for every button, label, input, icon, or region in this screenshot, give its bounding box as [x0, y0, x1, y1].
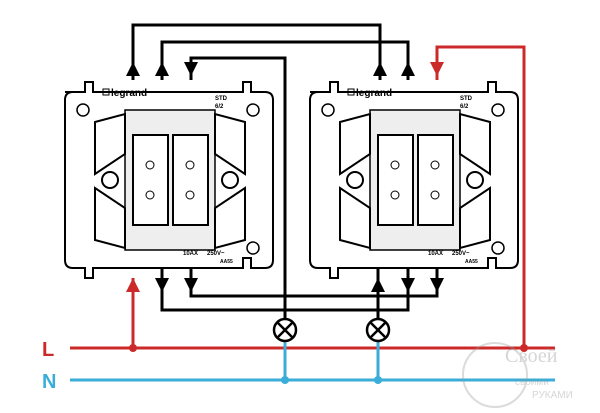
- brand-logo: legrand: [356, 88, 392, 99]
- direction-arrows: [126, 62, 444, 292]
- arrow-up-icon: [155, 62, 169, 76]
- arrow-down-icon: [184, 278, 198, 292]
- arrow-up-icon: [373, 62, 387, 76]
- watermark-logo: Своей своими РУКАМИ: [462, 342, 573, 408]
- model-label: STD: [460, 96, 473, 102]
- arrow-down-icon: [430, 278, 444, 292]
- rating-label: 10AX: [183, 251, 198, 257]
- arrow-up-icon: [371, 278, 385, 292]
- neutral-wires: [70, 341, 555, 384]
- junction-dot: [520, 344, 528, 352]
- neutral-label: N: [42, 371, 56, 393]
- rating-label: 10AX: [428, 251, 443, 257]
- wire-traveler-2: [160, 40, 410, 80]
- junction-dot: [374, 376, 382, 384]
- lamp-icon: [365, 317, 391, 343]
- arrow-up-icon: [126, 278, 140, 292]
- arrow-down-icon: [430, 62, 444, 76]
- phase-label: L: [42, 339, 54, 361]
- code-label: AA55: [220, 259, 233, 265]
- wire-traveler-1: [131, 23, 382, 80]
- junction-dot: [129, 344, 137, 352]
- watermark-text: Своей: [505, 345, 558, 367]
- arrow-down-icon: [155, 278, 169, 292]
- watermark-text: своими: [515, 377, 549, 388]
- arrow-down-icon: [184, 62, 198, 76]
- arrow-up-icon: [126, 62, 140, 76]
- arrow-up-icon: [401, 62, 415, 76]
- lamp-icon: [272, 317, 298, 343]
- switch-left: legrand STD 6/2 10AX 250V~ AA55: [64, 81, 274, 279]
- model-sub-label: 6/2: [460, 104, 469, 110]
- switch-right: legrand STD 6/2 10AX 250V~ AA55: [309, 81, 519, 279]
- arrow-down-icon: [401, 278, 415, 292]
- lamps: [272, 317, 391, 343]
- code-label: AA55: [465, 259, 478, 265]
- model-label: STD: [215, 96, 228, 102]
- brand-logo: legrand: [111, 88, 147, 99]
- wire-traveler-4: [189, 268, 439, 298]
- watermark-text: РУКАМИ: [532, 390, 573, 401]
- voltage-label: 250V~: [452, 251, 470, 257]
- phase-wires: [70, 45, 555, 352]
- voltage-label: 250V~: [207, 251, 225, 257]
- model-sub-label: 6/2: [215, 104, 224, 110]
- junction-dot: [281, 376, 289, 384]
